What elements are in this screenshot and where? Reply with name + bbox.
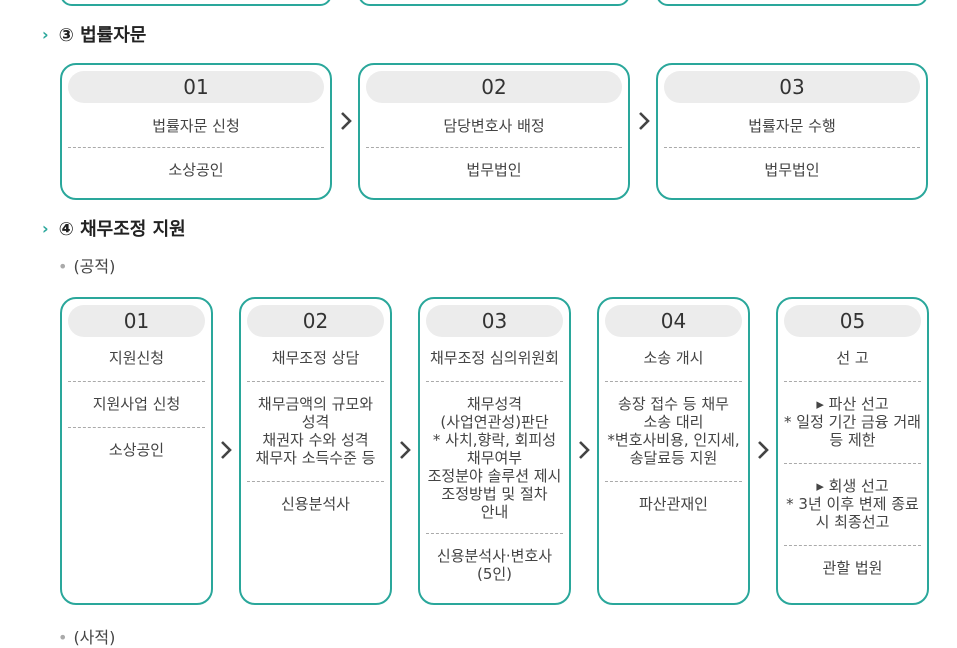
step-title: 담당변호사 배정 <box>443 117 545 135</box>
step-actor: 관할 법원 <box>822 559 883 577</box>
prev-step-box-3 <box>656 0 928 6</box>
divider <box>68 427 205 428</box>
chevron-right-icon <box>635 107 653 135</box>
divider <box>784 381 921 382</box>
chevron-right-icon: › <box>42 218 49 238</box>
step-actor: 소상공인 <box>108 441 165 459</box>
step-detail: 채무금액의 규모와 <box>257 395 374 413</box>
step-title: 선 고 <box>836 349 869 367</box>
prev-step-box-1 <box>60 0 332 6</box>
chevron-right-icon <box>337 107 355 135</box>
divider <box>366 147 622 148</box>
debt-step-2: 02 채무조정 상담 채무금액의 규모와 성격 채권자 수와 성격 채무자 소득… <box>239 297 392 605</box>
step-number: 01 <box>68 305 205 337</box>
step-detail: 송장 접수 등 채무 <box>618 395 729 413</box>
sub-label-private: •(사적) <box>58 628 116 647</box>
step-detail: * 3년 이후 변제 종료 <box>786 495 919 513</box>
divider <box>247 381 384 382</box>
step-detail: 채무자 소득수준 등 <box>255 449 376 467</box>
step-number: 02 <box>247 305 384 337</box>
step-detail: *변호사비용, 인지세, <box>607 431 740 449</box>
step-detail: 지원사업 신청 <box>92 395 181 413</box>
step-title: 소송 개시 <box>643 349 704 367</box>
step-detail: 소송 대리 <box>643 413 704 431</box>
step-detail: 송달료등 지원 <box>629 449 718 467</box>
step-detail: 안내 <box>480 503 509 521</box>
step-actor: 소상공인 <box>168 161 224 179</box>
debt-step-4: 04 소송 개시 송장 접수 등 채무 소송 대리 *변호사비용, 인지세, 송… <box>597 297 750 605</box>
divider <box>605 481 742 482</box>
bullet-dot-icon: • <box>58 628 68 647</box>
divider <box>426 381 563 382</box>
chevron-right-icon <box>575 436 593 464</box>
step-number: 03 <box>664 71 920 103</box>
step-detail: 등 제한 <box>829 431 876 449</box>
step-number: 04 <box>605 305 742 337</box>
divider <box>68 147 324 148</box>
step-detail: 채무여부 <box>466 449 523 467</box>
step-title: 채무조정 상담 <box>271 349 360 367</box>
step-detail: 조정분야 솔루션 제시 <box>427 467 562 485</box>
divider <box>664 147 920 148</box>
step-number: 02 <box>366 71 622 103</box>
step-number: 05 <box>784 305 921 337</box>
legal-step-3: 03 법률자문 수행 법무법인 <box>656 63 928 200</box>
step-number: 03 <box>426 305 563 337</box>
debt-step-5: 05 선 고 ▸ 파산 선고 * 일정 기간 금융 거래 등 제한 ▸ 회생 선… <box>776 297 929 605</box>
legal-step-1: 01 법률자문 신청 소상공인 <box>60 63 332 200</box>
step-actor: 법무법인 <box>764 161 820 179</box>
chevron-right-icon: › <box>42 24 49 44</box>
section-4-title: › ④ 채무조정 지원 <box>42 218 186 241</box>
step-detail: 시 최종선고 <box>815 513 890 531</box>
step-actor: 법무법인 <box>466 161 522 179</box>
chevron-right-icon <box>217 436 235 464</box>
step-title: 지원신청 <box>108 349 165 367</box>
divider <box>605 381 742 382</box>
step-actor: 신용분석사·변호사 <box>436 547 553 565</box>
step-title: 법률자문 신청 <box>152 117 240 135</box>
step-actor: 신용분석사 <box>280 495 350 513</box>
step-title: 채무조정 심의위원회 <box>430 349 559 367</box>
chevron-right-icon <box>754 436 772 464</box>
step-detail: 성격 <box>301 413 330 431</box>
divider <box>68 381 205 382</box>
divider <box>784 463 921 464</box>
step-actor: 파산관재인 <box>638 495 708 513</box>
legal-step-2: 02 담당변호사 배정 법무법인 <box>358 63 630 200</box>
step-detail: * 사치,향락, 회피성 <box>432 431 557 449</box>
step-detail: (사업연관성)판단 <box>440 413 549 431</box>
bullet-dot-icon: • <box>58 257 68 276</box>
step-detail: 채권자 수와 성격 <box>262 431 369 449</box>
sub-label-public: •(공적) <box>58 257 116 276</box>
bankruptcy-label: ▸ 파산 선고 <box>816 395 889 413</box>
prev-step-box-2 <box>358 0 630 6</box>
step-detail: * 일정 기간 금융 거래 <box>784 413 921 431</box>
step-title: 법률자문 수행 <box>748 117 836 135</box>
step-number: 01 <box>68 71 324 103</box>
divider <box>784 545 921 546</box>
debt-step-1: 01 지원신청 지원사업 신청 소상공인 <box>60 297 213 605</box>
section-3-title: › ③ 법률자문 <box>42 24 147 47</box>
step-detail: 채무성격 <box>466 395 523 413</box>
step-detail: 조정방법 및 절차 <box>441 485 548 503</box>
divider <box>426 533 563 534</box>
rehabilitation-label: ▸ 회생 선고 <box>816 477 889 495</box>
debt-step-3: 03 채무조정 심의위원회 채무성격 (사업연관성)판단 * 사치,향락, 회피… <box>418 297 571 605</box>
step-actor: (5인) <box>476 565 513 583</box>
divider <box>247 481 384 482</box>
chevron-right-icon <box>396 436 414 464</box>
